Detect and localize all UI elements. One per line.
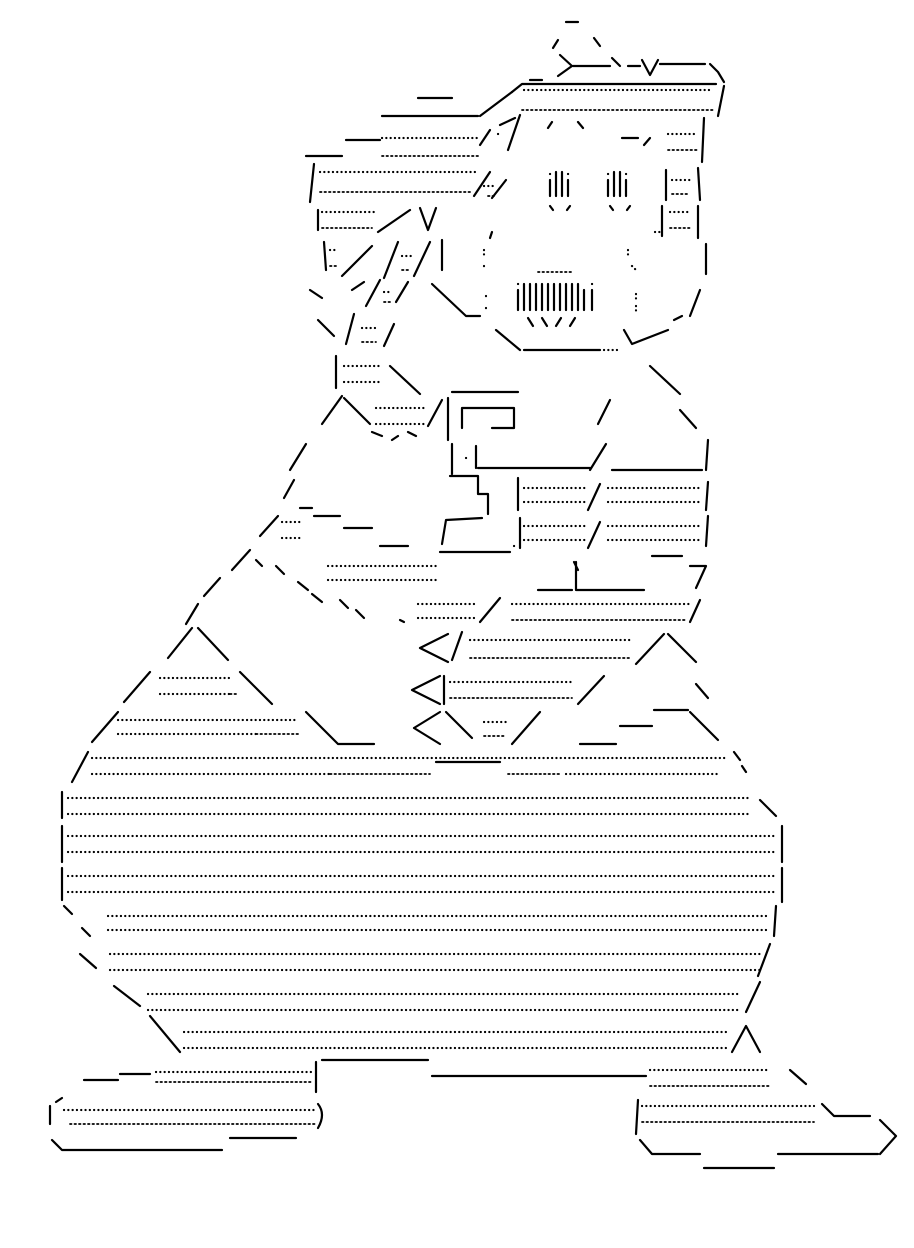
nose bbox=[516, 271, 596, 328]
lower-body bbox=[60, 626, 784, 1054]
cap bbox=[304, 20, 726, 158]
left-foot bbox=[48, 1058, 430, 1152]
right-eye bbox=[606, 170, 632, 212]
right-foot bbox=[430, 1068, 898, 1170]
left-eye bbox=[548, 170, 572, 212]
head bbox=[308, 116, 708, 352]
upper-body bbox=[184, 354, 710, 626]
